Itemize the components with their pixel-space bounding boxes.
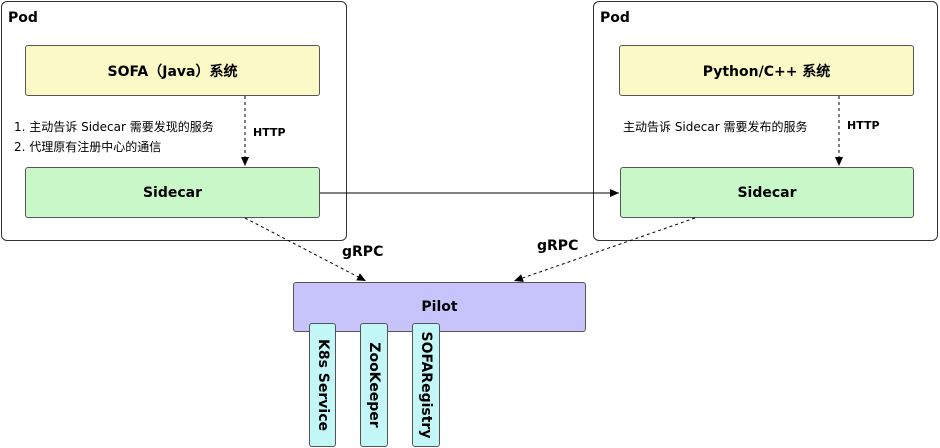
- right-note: 主动告诉 Sidecar 需要发布的服务: [623, 120, 808, 134]
- right-sidecar-box: Sidecar: [620, 167, 914, 218]
- grpc-left-label: gRPC: [342, 244, 384, 260]
- registry-zookeeper: ZooKeeper: [360, 323, 388, 447]
- sofa-java-system-box: SOFA（Java）系统: [25, 45, 320, 96]
- right-pod-title: Pod: [600, 10, 630, 26]
- right-http-label: HTTP: [847, 119, 880, 132]
- left-note-2: 2. 代理原有注册中心的通信: [14, 140, 162, 154]
- left-http-label: HTTP: [253, 126, 286, 139]
- python-cpp-system-box: Python/C++ 系统: [619, 45, 914, 96]
- left-pod-title: Pod: [8, 10, 38, 26]
- left-note-1: 1. 主动告诉 Sidecar 需要发现的服务: [14, 120, 214, 134]
- right-grpc-arrow: [513, 217, 696, 282]
- registry-k8s-service: K8s Service: [309, 323, 336, 447]
- grpc-right-label: gRPC: [537, 238, 579, 254]
- left-grpc-arrow: [244, 217, 367, 282]
- left-sidecar-box: Sidecar: [25, 167, 320, 218]
- registry-sofaregistry: SOFARegistry: [412, 323, 440, 447]
